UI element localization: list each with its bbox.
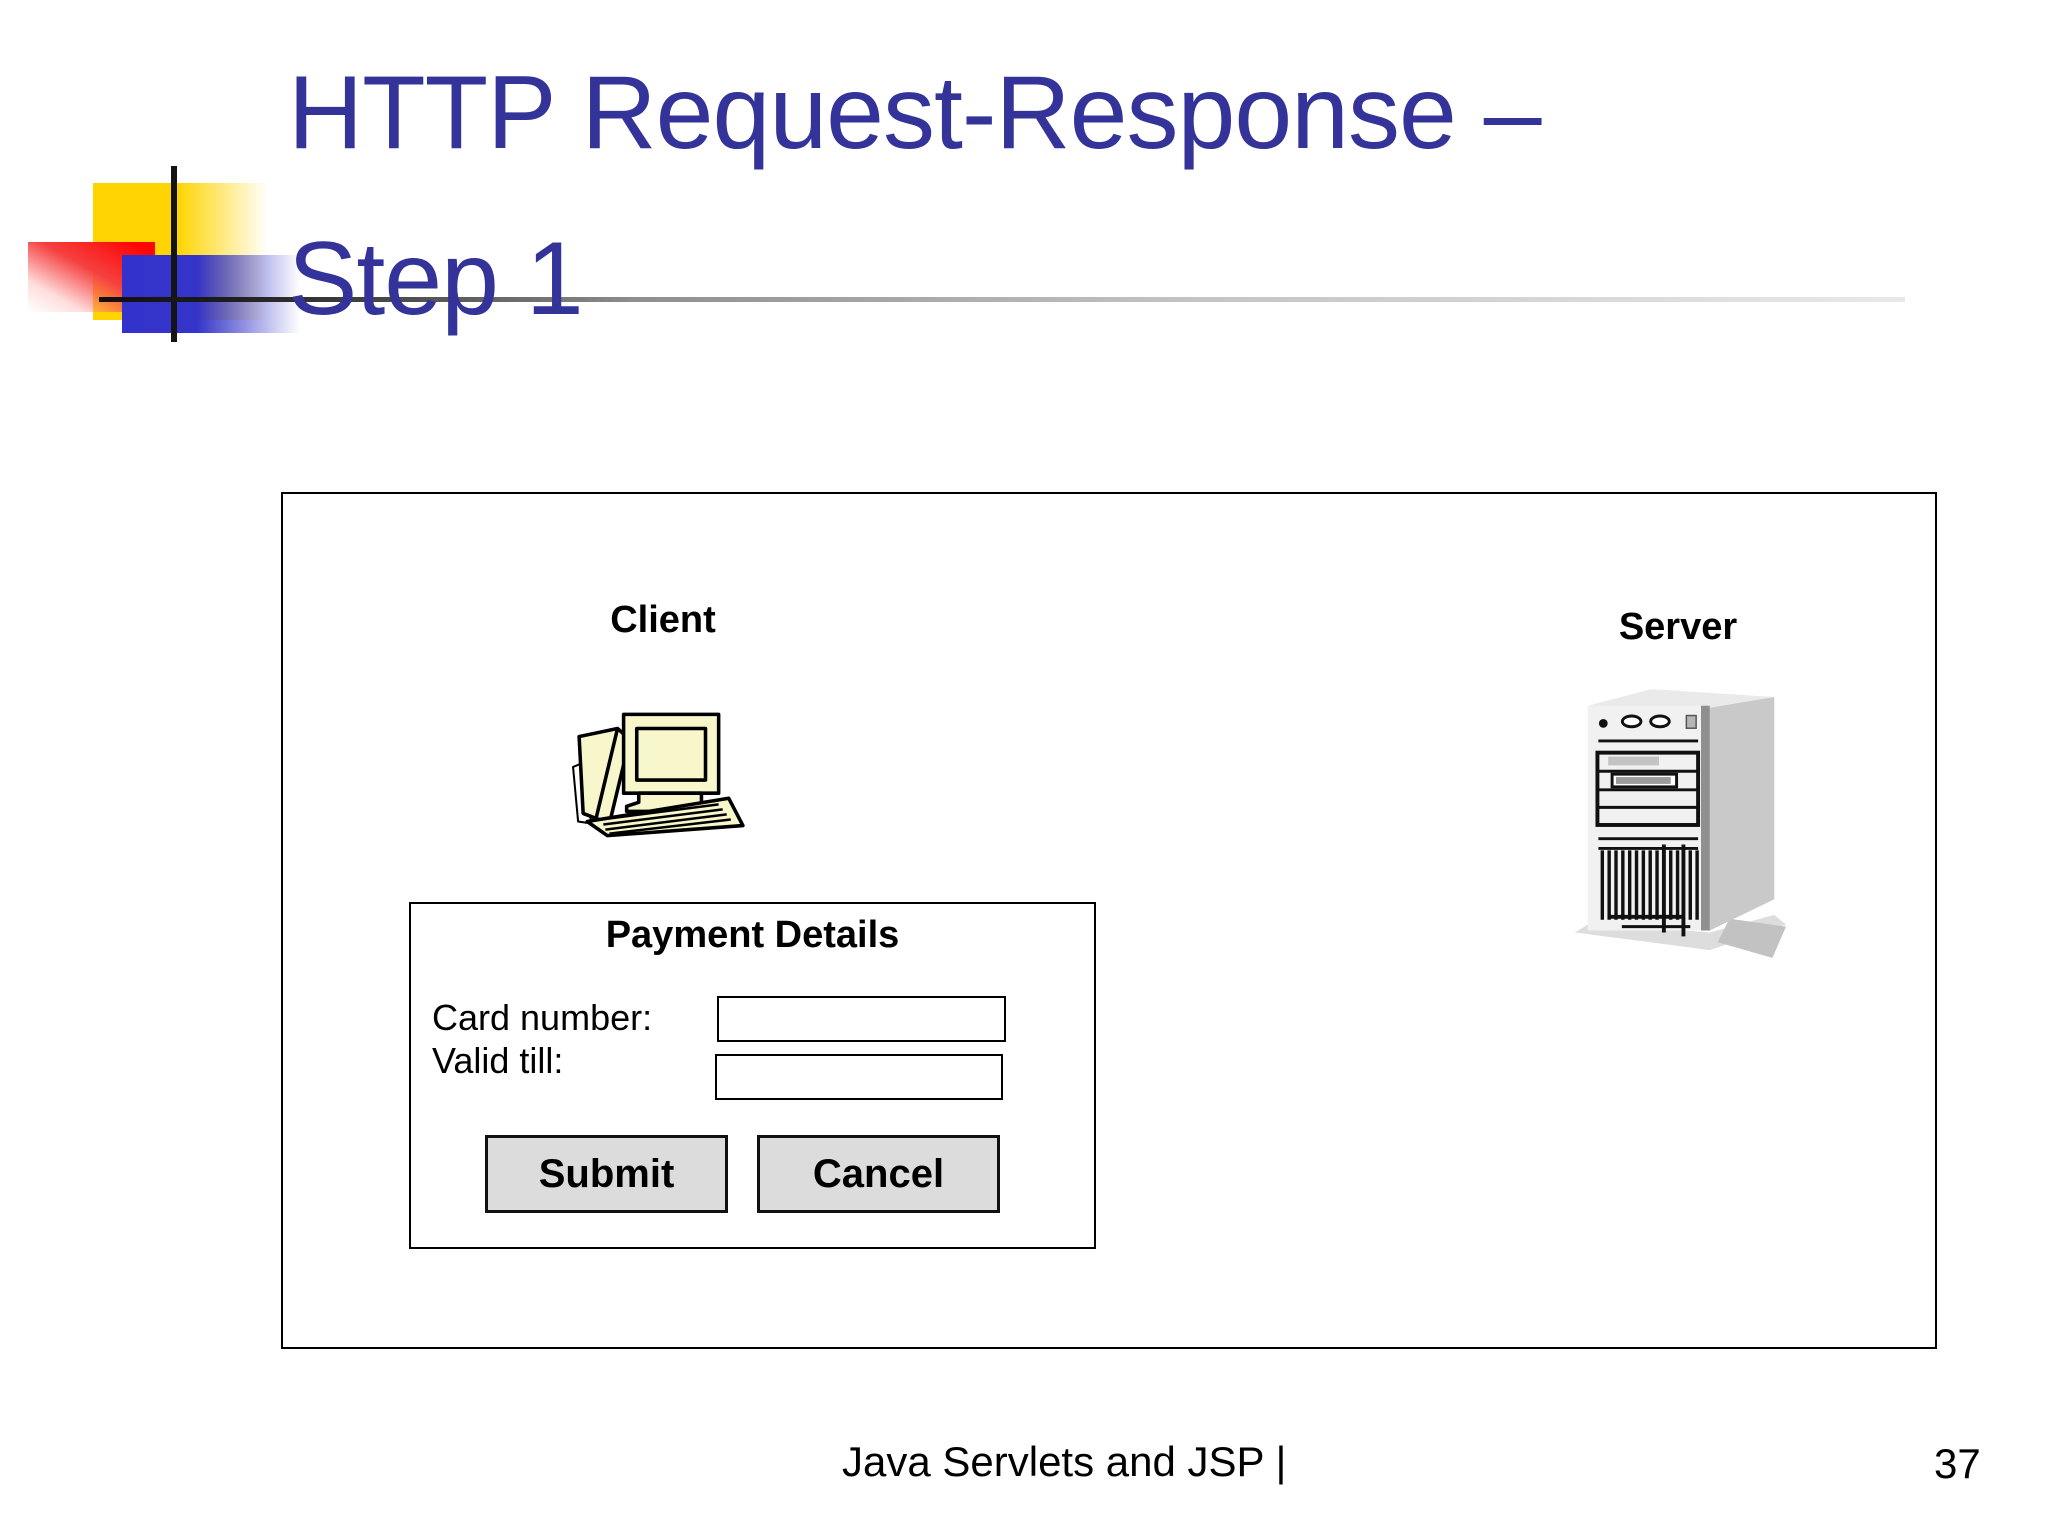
footer-text: Java Servlets and JSP | bbox=[842, 1438, 1287, 1485]
page-title: HTTP Request-Response – Step 1 bbox=[288, 30, 1988, 363]
decor-vertical-line bbox=[171, 166, 177, 342]
payment-form: Payment Details Card number: Valid till:… bbox=[409, 902, 1096, 1249]
decor-blue-square bbox=[122, 255, 300, 333]
page-number: 37 bbox=[1934, 1440, 1981, 1487]
client-label: Client bbox=[610, 599, 716, 641]
server-tower-icon bbox=[1574, 689, 1787, 958]
server-label: Server bbox=[1618, 606, 1738, 648]
card-number-label: Card number: bbox=[432, 997, 653, 1038]
valid-till-label: Valid till: bbox=[432, 1040, 564, 1081]
form-title: Payment Details bbox=[605, 914, 900, 956]
title-line-1: HTTP Request-Response – bbox=[288, 55, 1542, 171]
cancel-button[interactable]: Cancel bbox=[757, 1135, 1000, 1213]
valid-till-input[interactable] bbox=[715, 1054, 1003, 1100]
diagram-box: Client Server bbox=[281, 492, 1937, 1349]
title-underline-rule bbox=[99, 297, 1905, 302]
client-computer-icon bbox=[572, 712, 745, 838]
title-line-2: Step 1 bbox=[288, 221, 584, 338]
card-number-input[interactable] bbox=[717, 996, 1006, 1042]
submit-button[interactable]: Submit bbox=[485, 1135, 728, 1213]
